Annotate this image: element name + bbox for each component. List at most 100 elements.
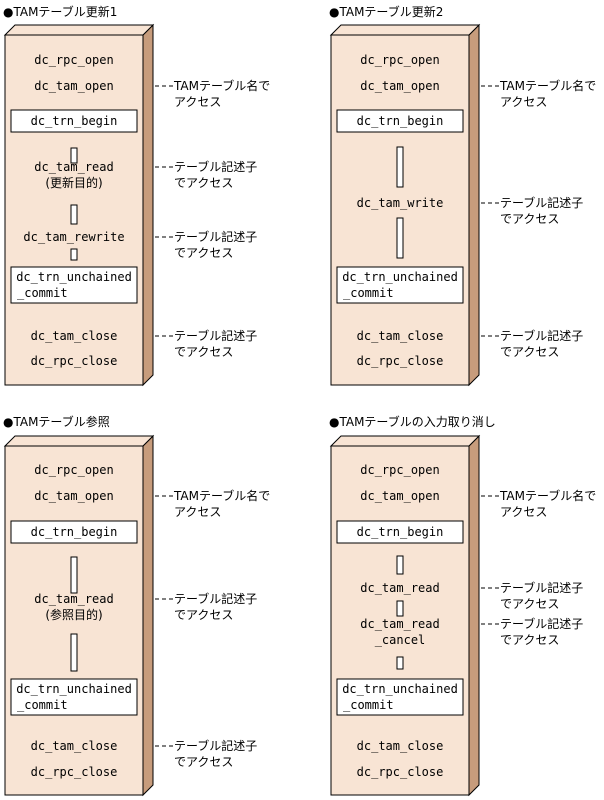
access-note: テーブル記述子 bbox=[174, 229, 257, 244]
access-note: TAMテーブル名で bbox=[173, 488, 270, 503]
function-box bbox=[336, 109, 464, 133]
function-name: _commit bbox=[17, 698, 68, 712]
function-name: dc_trn_unchained bbox=[342, 682, 458, 696]
access-note: でアクセス bbox=[174, 608, 233, 622]
function-name: dc_tam_close bbox=[31, 329, 118, 343]
access-note: アクセス bbox=[174, 95, 221, 109]
access-note: TAMテーブル名で bbox=[499, 488, 596, 503]
access-note: でアクセス bbox=[500, 633, 559, 647]
access-note: でアクセス bbox=[174, 345, 233, 359]
access-note: テーブル記述子 bbox=[500, 195, 583, 210]
function-name: dc_tam_read bbox=[34, 160, 113, 174]
access-note: テーブル記述子 bbox=[174, 328, 257, 343]
function-name: dc_rpc_open bbox=[360, 53, 439, 67]
function-name: dc_tam_read bbox=[360, 617, 439, 631]
panel-side bbox=[468, 434, 480, 797]
function-name: dc_trn_unchained bbox=[16, 682, 132, 696]
transaction-bar bbox=[396, 656, 404, 670]
access-note: アクセス bbox=[500, 95, 547, 109]
access-note: テーブル記述子 bbox=[174, 591, 257, 606]
access-note: でアクセス bbox=[500, 212, 559, 226]
access-note: テーブル記述子 bbox=[500, 616, 583, 631]
function-name: dc_trn_unchained bbox=[16, 270, 132, 284]
panel-front bbox=[4, 445, 144, 796]
function-box bbox=[336, 520, 464, 544]
panel-front bbox=[330, 445, 470, 796]
function-name: dc_tam_open bbox=[360, 489, 439, 503]
function-name: dc_tam_write bbox=[357, 196, 444, 210]
panel-front bbox=[330, 34, 470, 386]
function-name: dc_tam_close bbox=[357, 739, 444, 753]
function-name: dc_rpc_open bbox=[34, 53, 113, 67]
panel-1: ●TAMテーブル更新1 dc_rpc_open dc_tam_open TAMテーブル… bbox=[3, 4, 270, 387]
function-box bbox=[10, 678, 138, 716]
function-name: dc_trn_begin bbox=[357, 525, 444, 539]
function-name: (更新目的) bbox=[45, 175, 102, 190]
function-name: dc_tam_close bbox=[357, 329, 444, 343]
function-name: dc_trn_begin bbox=[31, 525, 118, 539]
function-box bbox=[336, 678, 464, 716]
function-name: dc_tam_rewrite bbox=[23, 230, 124, 244]
panel-3: ●TAMテーブル参照 dc_rpc_open dc_tam_open TAMテーブル名… bbox=[3, 414, 270, 797]
transaction-bar bbox=[70, 204, 78, 225]
function-name: dc_tam_open bbox=[34, 489, 113, 503]
panel-side bbox=[468, 23, 480, 387]
panel-side bbox=[142, 23, 154, 387]
access-note: でアクセス bbox=[174, 176, 233, 190]
transaction-bar bbox=[70, 147, 78, 164]
function-box bbox=[336, 266, 464, 304]
function-name: dc_trn_begin bbox=[357, 114, 444, 128]
panel-4: ●TAMテーブルの入力取り消し dc_rpc_open dc_tam_open TAM… bbox=[329, 414, 596, 797]
transaction-bar bbox=[70, 633, 78, 672]
function-name: dc_tam_read bbox=[360, 581, 439, 595]
function-name: dc_tam_read bbox=[34, 592, 113, 606]
panel-top bbox=[329, 435, 481, 447]
access-note: でアクセス bbox=[500, 597, 559, 611]
panel-top bbox=[3, 435, 155, 447]
transaction-bar bbox=[70, 248, 78, 261]
access-note: テーブル記述子 bbox=[500, 328, 583, 343]
function-name: dc_trn_unchained bbox=[342, 270, 458, 284]
transaction-bar bbox=[396, 217, 404, 259]
panel-2: ●TAMテーブル更新2 dc_rpc_open dc_tam_open TAMテーブル… bbox=[329, 4, 596, 387]
panel-title: ●TAMテーブルの入力取り消し bbox=[329, 414, 496, 429]
transaction-bar bbox=[396, 555, 404, 575]
panel-side bbox=[142, 434, 154, 797]
transaction-bar bbox=[70, 556, 78, 594]
panel-title: ●TAMテーブル参照 bbox=[3, 414, 110, 429]
access-note: アクセス bbox=[500, 505, 547, 519]
function-name: _commit bbox=[17, 286, 68, 300]
access-note: TAMテーブル名で bbox=[173, 78, 270, 93]
function-name: dc_rpc_close bbox=[357, 354, 444, 368]
function-name: dc_rpc_open bbox=[360, 463, 439, 477]
function-box bbox=[10, 266, 138, 304]
panel-top bbox=[3, 24, 155, 36]
function-box bbox=[10, 520, 138, 544]
function-name: dc_rpc_close bbox=[357, 765, 444, 779]
function-name: (参照目的) bbox=[45, 607, 102, 622]
access-note: でアクセス bbox=[500, 345, 559, 359]
panel-title: ●TAMテーブル更新1 bbox=[3, 4, 117, 19]
function-name: _commit bbox=[343, 286, 394, 300]
function-name: dc_rpc_close bbox=[31, 765, 118, 779]
function-name: dc_tam_open bbox=[360, 79, 439, 93]
function-name: _commit bbox=[343, 698, 394, 712]
function-name: _cancel bbox=[375, 633, 426, 647]
access-note: TAMテーブル名で bbox=[499, 78, 596, 93]
function-name: dc_tam_close bbox=[31, 739, 118, 753]
access-note: テーブル記述子 bbox=[500, 580, 583, 595]
access-note: でアクセス bbox=[174, 246, 233, 260]
access-note: アクセス bbox=[174, 505, 221, 519]
access-note: テーブル記述子 bbox=[174, 159, 257, 174]
transaction-bar bbox=[396, 600, 404, 617]
function-name: dc_tam_open bbox=[34, 79, 113, 93]
transaction-bar bbox=[396, 146, 404, 188]
function-box bbox=[10, 109, 138, 133]
function-name: dc_trn_begin bbox=[31, 114, 118, 128]
panel-top bbox=[329, 24, 481, 36]
function-name: dc_rpc_open bbox=[34, 463, 113, 477]
panel-title: ●TAMテーブル更新2 bbox=[329, 4, 443, 19]
access-note: でアクセス bbox=[174, 755, 233, 769]
access-note: テーブル記述子 bbox=[174, 738, 257, 753]
function-name: dc_rpc_close bbox=[31, 354, 118, 368]
